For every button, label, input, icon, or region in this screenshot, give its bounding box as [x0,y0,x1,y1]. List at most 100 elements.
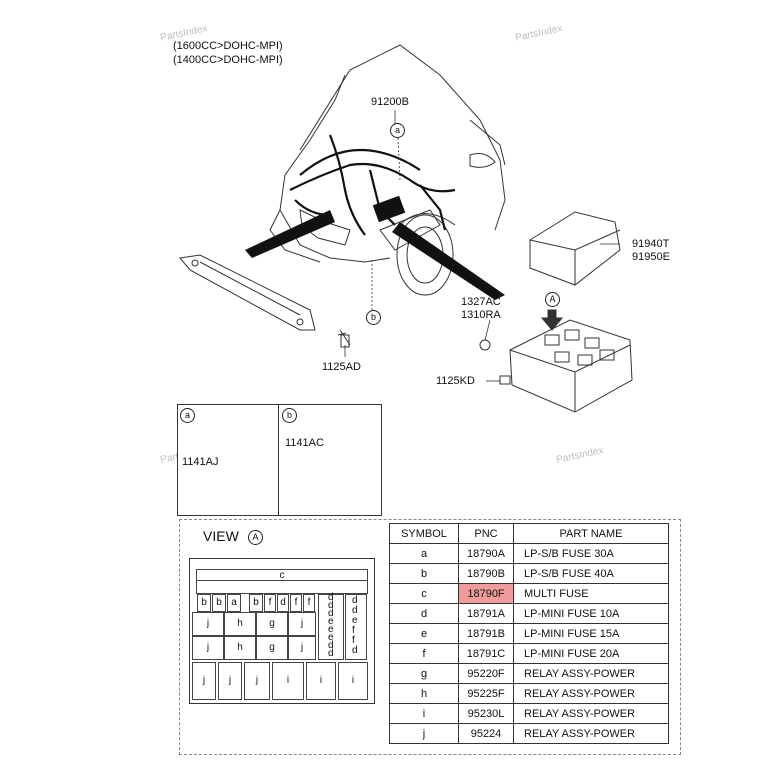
relay-cell: j [192,612,224,636]
fuse-column [318,594,344,660]
pnc-cell: 18791C [458,643,514,664]
leader-band-left [245,210,335,258]
harness-connector [372,195,406,223]
fuse-cell: a [227,594,241,612]
fuse-cell: b [197,594,211,612]
part-name-cell: RELAY ASSY-POWER [513,703,669,724]
part-name-cell: RELAY ASSY-POWER [513,663,669,684]
relay-cell: g [256,636,288,660]
detail-panel-b [278,404,382,516]
relay-cell: i [338,662,368,700]
fuse-cell: e [328,632,334,643]
symbol-cell: c [389,583,459,604]
fuse-cell: f [290,594,302,612]
part-name-cell: LP-MINI FUSE 10A [513,603,669,624]
down-arrow-icon [540,309,564,331]
leader-band-right [392,222,505,300]
pnc-cell: 18790F [458,583,514,604]
fuse-cell: d [352,595,358,606]
header-pnc: PNC [458,523,514,544]
view-title: VIEW [203,528,239,544]
relay-cell: i [272,662,304,700]
fuse-column [345,594,367,660]
part-name-cell: RELAY ASSY-POWER [513,723,669,744]
detail-b-badge: b [282,408,297,423]
pnc-cell: 18791A [458,603,514,624]
fuse-cell: b [249,594,263,612]
relay-cell: j [192,636,224,660]
symbol-cell: f [389,643,459,664]
label-detail-b-part: 1141AC [285,437,324,449]
relay-cell: i [306,662,336,700]
pnc-cell: 95224 [458,723,514,744]
detail-panel-a [177,404,281,516]
symbol-cell: b [389,563,459,584]
view-a-frame [179,519,681,755]
pnc-cell: 95230L [458,703,514,724]
harness-main-path [289,162,456,193]
header-symbol: SYMBOL [389,523,459,544]
headlight [379,209,441,251]
symbol-cell: i [389,703,459,724]
label-detail-a-part: 1141AJ [182,456,219,468]
callout-view-a: A [545,292,560,307]
symbol-cell: j [389,723,459,744]
callout-b: b [366,310,381,325]
relay-cell: h [224,636,256,660]
detail-a-badge: a [180,408,195,423]
fuse-cell: f [352,625,355,636]
fuse-cell: e [328,616,334,627]
pnc-cell: 18790B [458,563,514,584]
part-name-cell: MULTI FUSE [513,583,669,604]
symbol-cell: e [389,623,459,644]
symbol-cell: a [389,543,459,564]
symbol-cell: h [389,683,459,704]
fuse-box-cover [529,211,621,286]
pnc-cell: 95220F [458,663,514,684]
relay-cell: h [224,612,256,636]
label-clip-a: 1327AC [461,296,501,308]
part-name-cell: RELAY ASSY-POWER [513,683,669,704]
pnc-cell: 18791B [458,623,514,644]
label-cover-a: 91940T [632,238,670,250]
engine-note: (1600CC>DOHC-MPI) [173,40,283,52]
part-name-cell: LP-MINI FUSE 15A [513,623,669,644]
fuse-cell: d [328,648,334,659]
symbol-cell: d [389,603,459,624]
fuse-cell: d [328,640,334,651]
relay-cell: g [256,612,288,636]
label-clip-b: 1310RA [461,309,501,321]
fuse-cell: d [352,605,358,616]
relay-cell: j [244,662,270,700]
fuse-cell: e [328,624,334,635]
hood-outline [299,44,506,231]
fuse-strip [196,580,368,594]
relay-cell: j [288,636,316,660]
bolt-icon [340,334,350,348]
part-name-cell: LP-S/B FUSE 30A [513,543,669,564]
label-bracket-bolt: 1125AD [322,361,361,373]
fuse-cell: d [328,608,334,619]
fuse-cell: f [352,635,355,646]
fuse-cell: d [328,600,334,611]
clip-icon [479,339,491,351]
callout-a: a [390,123,405,138]
side-mirror [469,153,496,168]
label-main-harness: 91200B [371,96,409,108]
label-box-bolt: 1125KD [436,375,475,387]
symbol-cell: g [389,663,459,684]
part-name-cell: LP-S/B FUSE 40A [513,563,669,584]
fuse-cell: d [328,592,334,603]
relay-cell: j [218,662,242,700]
pnc-cell: 18790A [458,543,514,564]
header-part-name: PART NAME [513,523,669,544]
